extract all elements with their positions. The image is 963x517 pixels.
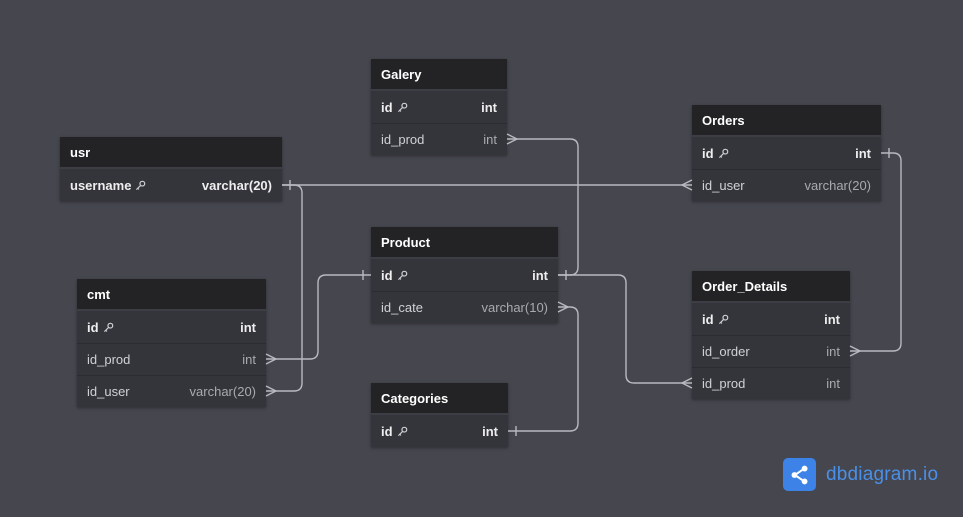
field-name: id_user: [702, 178, 745, 193]
field-row[interactable]: id_user varchar(20): [692, 169, 881, 201]
key-icon: [397, 426, 408, 437]
field-name: id: [381, 423, 393, 439]
field-type: int: [855, 145, 871, 161]
field-type: int: [826, 376, 840, 391]
field-type: int: [824, 311, 840, 327]
field-type: int: [482, 423, 498, 439]
table-header[interactable]: Orders: [692, 105, 881, 137]
relation-product-orderdetails[interactable]: [558, 274, 693, 389]
field-row[interactable]: id_prod int: [371, 123, 507, 155]
field-type: varchar(20): [189, 384, 256, 399]
table-header[interactable]: Order_Details: [692, 271, 850, 303]
table-header[interactable]: cmt: [77, 279, 266, 311]
field-name: username: [70, 177, 132, 193]
field-row[interactable]: id_cate varchar(10): [371, 291, 558, 323]
key-icon: [718, 148, 729, 159]
relation-product-cmt[interactable]: [265, 270, 371, 365]
table-header[interactable]: usr: [60, 137, 282, 169]
field-row[interactable]: id int: [371, 415, 508, 447]
field-type: varchar(20): [201, 177, 272, 193]
share-icon: [783, 458, 816, 491]
field-type: int: [240, 319, 256, 335]
brand-watermark[interactable]: dbdiagram.io: [783, 458, 938, 491]
table-header[interactable]: Categories: [371, 383, 508, 415]
field-type: int: [483, 132, 497, 147]
field-row[interactable]: id int: [692, 303, 850, 335]
field-row[interactable]: id_prod int: [692, 367, 850, 399]
key-icon: [397, 102, 408, 113]
field-row[interactable]: id_user varchar(20): [77, 375, 266, 407]
field-name: id: [702, 145, 714, 161]
field-type: varchar(10): [481, 300, 548, 315]
table-header[interactable]: Product: [371, 227, 558, 259]
table-header[interactable]: Galery: [371, 59, 507, 91]
field-name: id_user: [87, 384, 130, 399]
table-order-details[interactable]: Order_Details id int id_order int id_pro…: [692, 271, 850, 399]
field-type: int: [826, 344, 840, 359]
brand-text: dbdiagram.io: [826, 463, 939, 485]
field-row[interactable]: id int: [371, 259, 558, 291]
key-icon: [718, 314, 729, 325]
field-row[interactable]: id int: [692, 137, 881, 169]
key-icon: [397, 270, 408, 281]
field-type: int: [242, 352, 256, 367]
field-name: id: [381, 267, 393, 283]
field-name: id_order: [702, 344, 750, 359]
relation-usr-cmt[interactable]: [265, 184, 303, 397]
field-row[interactable]: id int: [77, 311, 266, 343]
field-row[interactable]: id_prod int: [77, 343, 266, 375]
table-galery[interactable]: Galery id int id_prod int: [371, 59, 507, 155]
table-product[interactable]: Product id int id_cate varchar(10): [371, 227, 558, 323]
field-name: id_prod: [381, 132, 425, 147]
relation-usr-orders[interactable]: [282, 179, 693, 191]
field-type: int: [532, 267, 548, 283]
table-usr[interactable]: usr username varchar(20): [60, 137, 282, 201]
table-orders[interactable]: Orders id int id_user varchar(20): [692, 105, 881, 201]
table-cmt[interactable]: cmt id int id_prod int id_user varchar(2…: [77, 279, 266, 407]
field-name: id_cate: [381, 300, 423, 315]
key-icon: [103, 322, 114, 333]
field-type: varchar(20): [804, 178, 871, 193]
field-row[interactable]: id_order int: [692, 335, 850, 367]
field-type: int: [481, 99, 497, 115]
field-row[interactable]: id int: [371, 91, 507, 123]
field-name: id_prod: [87, 352, 131, 367]
table-categories[interactable]: Categories id int: [371, 383, 508, 447]
key-icon: [135, 180, 146, 191]
field-name: id: [381, 99, 393, 115]
field-name: id: [87, 319, 99, 335]
field-name: id_prod: [702, 376, 746, 391]
field-name: id: [702, 311, 714, 327]
field-row[interactable]: username varchar(20): [60, 169, 282, 201]
